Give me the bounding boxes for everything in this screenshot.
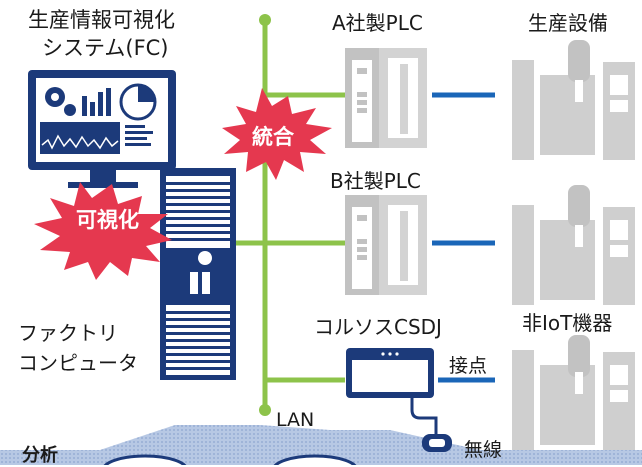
plc-a-label: A社製PLC bbox=[332, 11, 423, 35]
factory-computer-label-line1: ファクトリ bbox=[18, 321, 118, 345]
contact-label: 接点 bbox=[449, 355, 488, 377]
factory-computer-label-line2: コンピュータ bbox=[18, 351, 138, 375]
csdj-device-icon bbox=[346, 348, 438, 436]
monitor-icon bbox=[28, 70, 176, 188]
integration-burst-label: 統合 bbox=[252, 125, 294, 149]
plc-b-label: B社製PLC bbox=[330, 169, 421, 193]
production-equipment-label: 生産設備 bbox=[528, 11, 608, 35]
lan-backbone bbox=[230, 14, 345, 416]
analysis-panel bbox=[0, 425, 642, 465]
machine-1-icon bbox=[512, 40, 635, 160]
fc-system-title-line1: 生産情報可視化 bbox=[28, 8, 175, 32]
csdj-label: コルソスCSDJ bbox=[314, 315, 442, 339]
analysis-label: 分析 bbox=[22, 445, 58, 466]
wireless-sensor-icon bbox=[422, 434, 452, 452]
wireless-label: 無線 bbox=[464, 439, 503, 461]
server-tower-icon bbox=[160, 168, 236, 380]
machine-3-icon bbox=[512, 335, 635, 450]
non-iot-equipment-label: 非IoT機器 bbox=[522, 311, 613, 335]
plc-a-icon bbox=[345, 48, 427, 148]
fc-system-title-line2: システム(FC) bbox=[42, 36, 169, 60]
visualization-burst-label: 可視化 bbox=[76, 208, 139, 232]
burst-icon-integration bbox=[222, 88, 332, 180]
lan-label: LAN bbox=[276, 409, 315, 431]
equipment-links bbox=[432, 92, 495, 383]
plc-b-icon bbox=[345, 195, 427, 295]
machine-2-icon bbox=[512, 185, 635, 305]
burst-icon-visualization bbox=[34, 182, 172, 280]
